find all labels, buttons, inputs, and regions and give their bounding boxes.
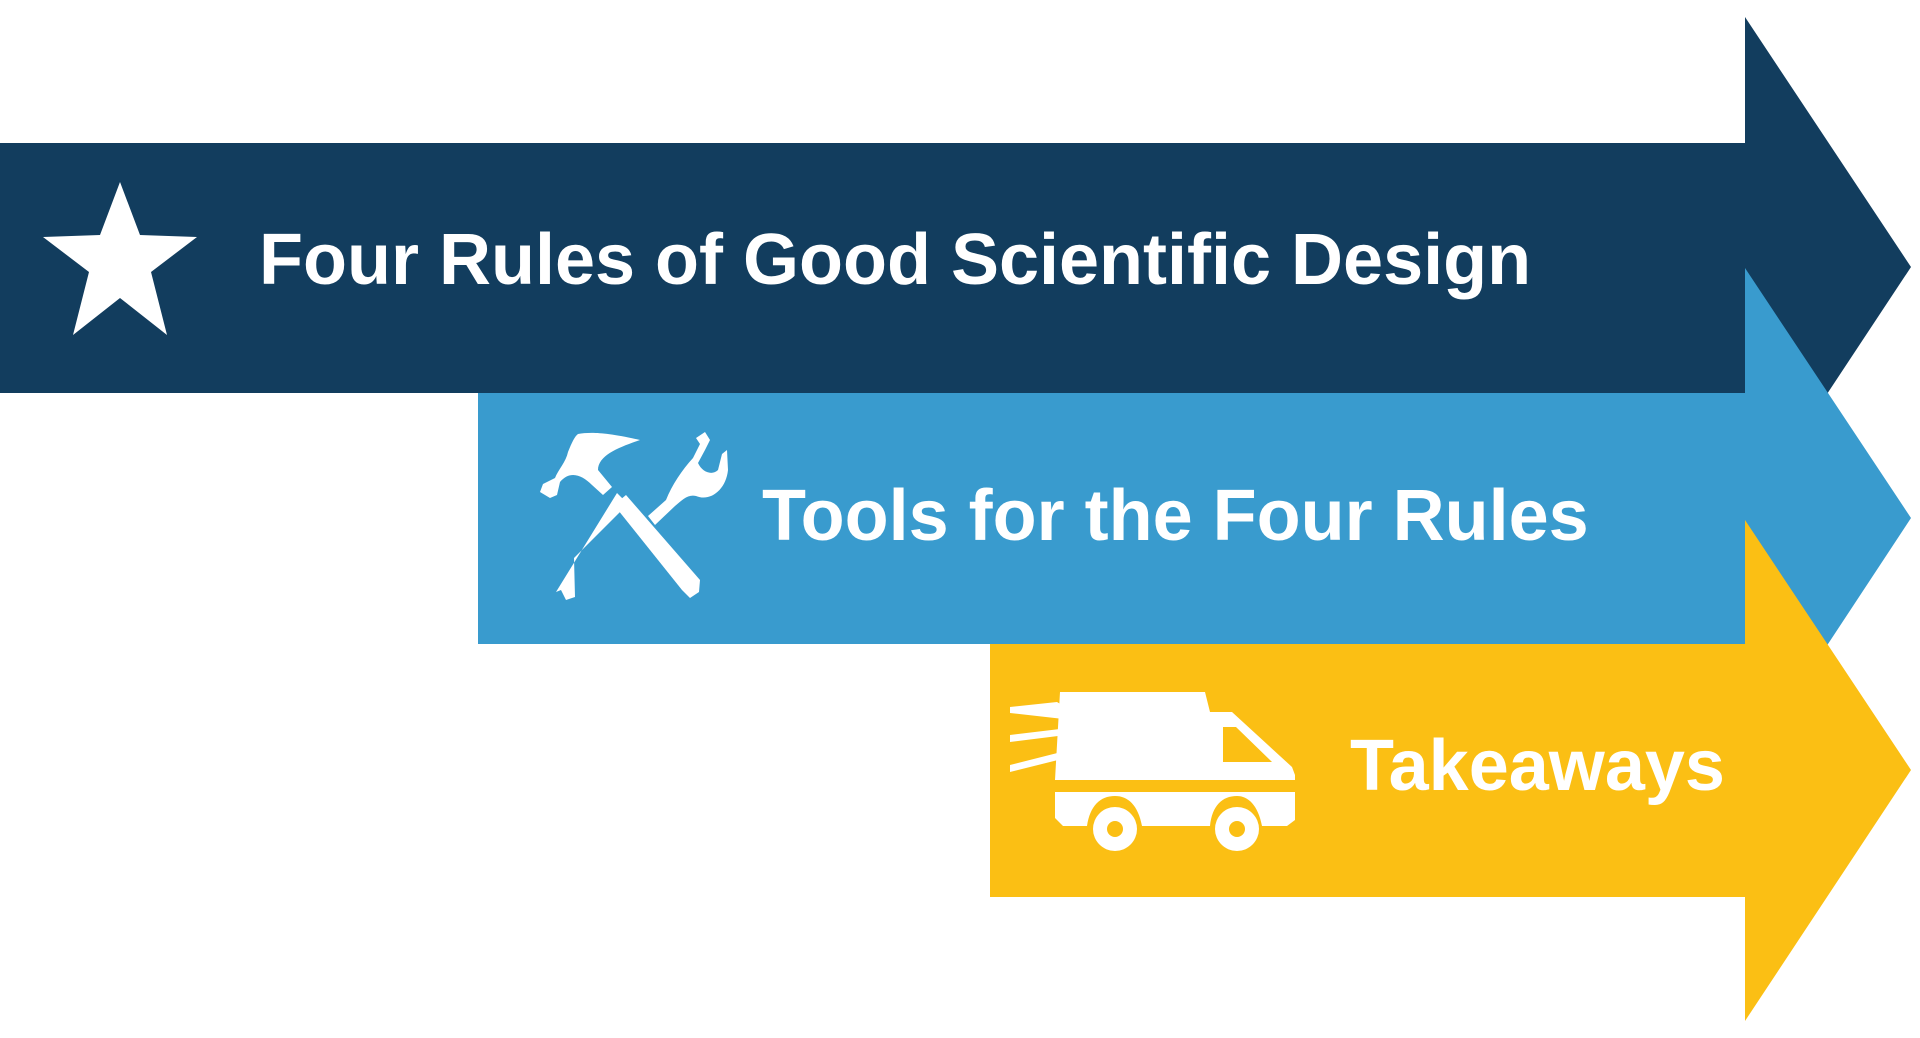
arrow-2-label: Tools for the Four Rules (762, 476, 1589, 556)
hammer-wrench-icon (540, 432, 728, 600)
delivery-truck-icon (1010, 692, 1295, 851)
arrow-1-label: Four Rules of Good Scientific Design (259, 220, 1532, 300)
star-icon (43, 182, 197, 335)
arrow-2-shape (478, 268, 1911, 770)
arrow-3-shape (990, 520, 1911, 1021)
arrow-1-shape (0, 17, 1911, 518)
arrow-3-label: Takeaways (1350, 726, 1725, 806)
